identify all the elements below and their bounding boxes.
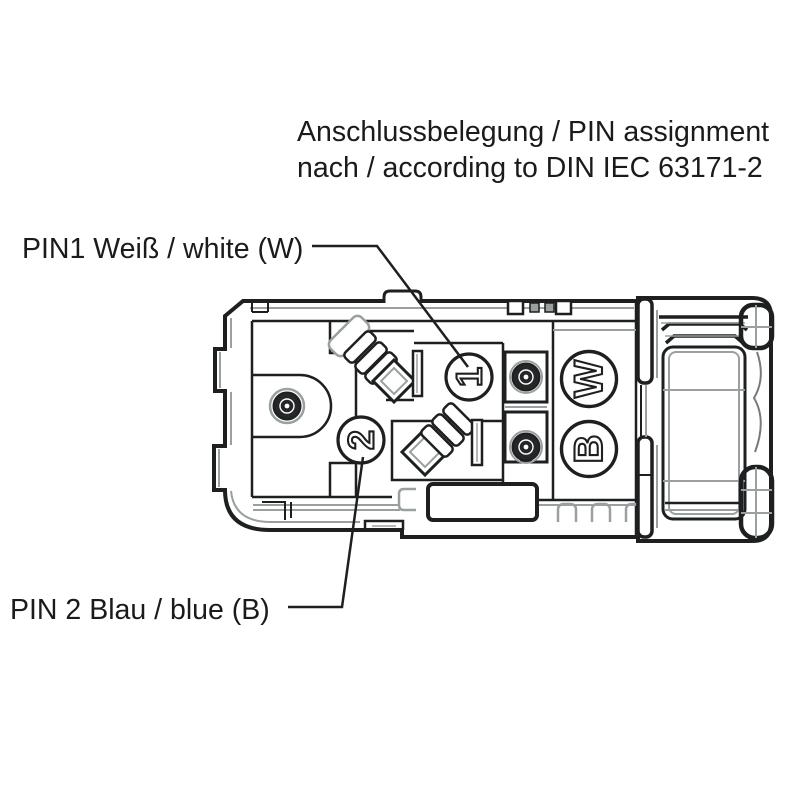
top-left-notch [251,301,269,313]
bottom-u-tab [556,502,578,522]
contact-blocks [503,350,549,464]
contact-bottom-dot [523,444,529,450]
pin2-leader-line [288,456,365,609]
clamp-body-lines [663,389,745,511]
inner-panel [250,301,638,537]
stack2-plate [420,424,454,458]
cable-clamp-section [636,297,775,541]
top-tab-fill [384,295,421,303]
white-letter: W [567,360,611,398]
pin1-leader-line [312,244,469,368]
top-square-b [544,302,555,313]
contact-top-inner [518,369,534,385]
title-line-1: Anschlussbelegung / PIN assignment [297,116,769,148]
pin2-callout: PIN 2 Blau / blue (B) [10,456,365,626]
pin1-marker: 1 [444,352,494,402]
bottom-gray-band [253,504,400,511]
blue-letter: B [567,435,611,464]
bottom-tab [363,519,405,530]
left-contact-pocket [252,373,333,439]
latch-bar-bottom [636,435,654,539]
title-line-2: nach / according to DIN IEC 63171-2 [297,152,763,184]
bottom-u-tab [590,502,612,522]
contact-top-dot [523,374,529,380]
bottom-details [253,482,646,530]
left-contact-inner-ring [279,398,295,414]
latch-bar-top [636,297,654,385]
title-block: Anschlussbelegung / PIN assignment nach … [297,116,769,184]
white-wire-marker: W [559,349,619,409]
stack1-plate [343,330,377,364]
latch-ticks [638,385,652,476]
contact-top-ring [509,360,543,394]
bottom-step [262,501,292,520]
housing-secondary-lines [218,307,634,523]
connector-drawing: 1 2 W B [212,289,775,543]
corner-grip-bottom-cross [741,467,772,538]
top-tab-a [506,299,525,316]
pin2-number: 2 [341,430,382,450]
left-contact-dot [284,403,290,409]
stack2-plate [431,413,465,447]
idc-stack-1 [327,314,424,405]
pin1-callout: PIN1 Weiß / white (W) [22,233,469,368]
clamp-body-inner [668,351,740,515]
top-square-a [529,302,540,313]
clamp-fingers-gray [661,322,745,337]
left-contact-ring [268,387,306,425]
contact-bottom-ring [509,430,543,464]
bottom-latch [426,482,539,522]
corner-grip-top-cross [741,305,772,348]
clamp-s-curves [752,351,762,453]
stack1-end-square [370,357,418,405]
pin2-label: PIN 2 Blau / blue (B) [10,594,270,626]
pin2-marker: 2 [336,415,386,465]
blue-wire-marker: B [559,419,619,479]
top-tab-b [554,299,573,316]
white-circle [559,349,619,409]
side-bracket [397,487,416,512]
clamp-body [661,345,747,521]
d-pocket [252,373,333,439]
pin1-circle [444,352,494,402]
pin1-number: 1 [449,367,490,387]
contact-bottom-inner [518,439,534,455]
stack1-end-square-inner [379,366,409,396]
blue-circle [559,419,619,479]
top-tab [382,289,423,303]
latch-gray [645,310,658,528]
idc-stack-2 [399,402,484,478]
pin1-label: PIN1 Weiß / white (W) [22,233,303,265]
